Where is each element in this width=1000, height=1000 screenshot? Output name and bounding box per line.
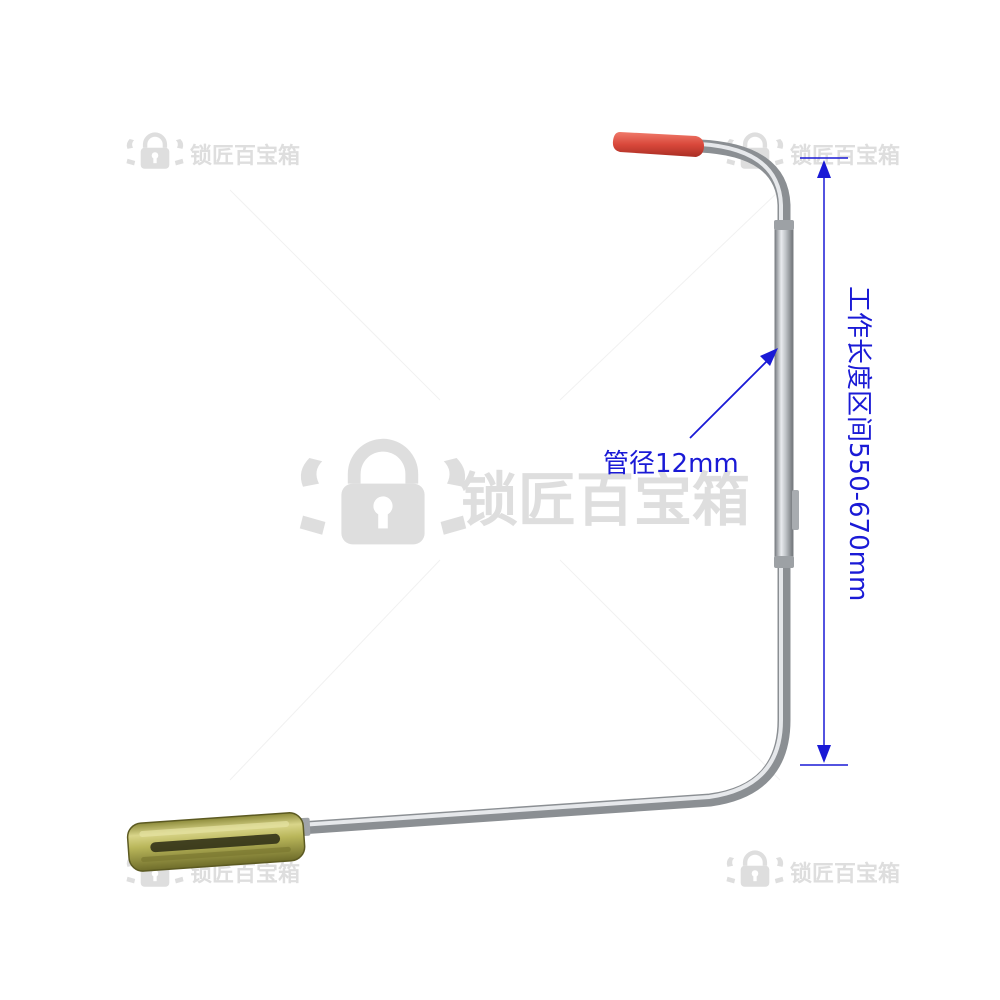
tool-handle xyxy=(126,812,306,872)
door-opening-tool xyxy=(126,132,799,872)
lock-logo-icon xyxy=(726,850,784,887)
watermark-brand-text: 锁匠百宝箱 xyxy=(190,143,300,169)
tool-sleeve xyxy=(774,221,794,565)
tool-red-tip xyxy=(612,132,704,157)
watermark-top-left: 锁匠百宝箱 xyxy=(126,132,300,169)
watermark-brand-text: 锁匠百宝箱 xyxy=(790,143,900,169)
pipe-diameter-label: 管径12mm xyxy=(603,449,739,479)
arrow-down-icon xyxy=(817,745,831,763)
sleeve-clip xyxy=(792,490,799,530)
arrow-pointer-icon xyxy=(760,348,778,366)
diameter-pointer xyxy=(689,348,778,439)
watermark-top-right: 锁匠百宝箱 xyxy=(726,132,900,169)
lock-logo-icon xyxy=(126,132,184,169)
lock-logo-icon xyxy=(299,438,467,545)
watermark-brand-text: 锁匠百宝箱 xyxy=(790,861,900,887)
watermark-center: 锁匠百宝箱 xyxy=(299,438,750,545)
watermark-bottom-right: 锁匠百宝箱 xyxy=(726,850,900,887)
working-length-label: 工作长度区间550-670mm xyxy=(843,286,873,601)
watermark-diagonals xyxy=(229,189,781,781)
arrow-up-icon xyxy=(817,160,831,178)
length-dimension xyxy=(800,157,848,766)
tool-rod-highlight xyxy=(298,142,783,827)
watermark-brand-text: 锁匠百宝箱 xyxy=(460,466,750,534)
